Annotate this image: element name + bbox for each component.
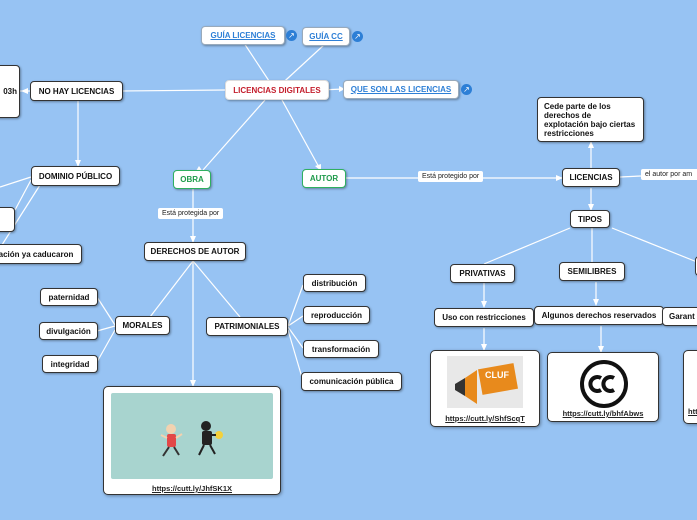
partial-left-node[interactable]: 03h bbox=[0, 65, 20, 118]
transformacion-node[interactable]: transformación bbox=[303, 340, 379, 358]
guia-licencias-link[interactable]: GUÍA LICENCIAS bbox=[201, 26, 285, 45]
autor-por-ambos-label: el autor por am bbox=[641, 169, 697, 180]
tipos-node[interactable]: TIPOS bbox=[570, 210, 610, 228]
image-card-2-url[interactable]: https://cutt.ly/ShfScqT bbox=[445, 414, 525, 423]
image-card-4-url[interactable]: htt bbox=[688, 407, 697, 416]
morales-node[interactable]: MORALES bbox=[115, 316, 170, 335]
external-link-icon[interactable]: ↗ bbox=[461, 84, 472, 95]
partial-left-node-2[interactable] bbox=[0, 207, 15, 232]
megaphone-icon: CLUF bbox=[455, 363, 518, 404]
external-link-icon[interactable]: ↗ bbox=[352, 31, 363, 42]
image-card-1-url[interactable]: https://cutt.ly/JhfSK1X bbox=[151, 484, 232, 493]
cluf-image: CLUF bbox=[447, 356, 523, 408]
obra-node[interactable]: OBRA bbox=[173, 170, 211, 189]
algunos-derechos-reservados-node[interactable]: Algunos derechos reservados bbox=[534, 306, 664, 325]
integridad-node[interactable]: integridad bbox=[42, 355, 98, 373]
image-card-1[interactable]: https://cutt.ly/JhfSK1X bbox=[103, 386, 281, 495]
external-link-icon[interactable]: ↗ bbox=[286, 30, 297, 41]
semilibres-node[interactable]: SEMILIBRES bbox=[559, 262, 625, 281]
partial-left-node-text: 03h bbox=[3, 87, 17, 96]
esta-protegido-por-label: Está protegido por bbox=[418, 171, 484, 182]
image-card-3-url[interactable]: https://cutt.ly/bhfAbws bbox=[562, 409, 644, 418]
dominio-publico-node[interactable]: DOMINIO PÚBLICO bbox=[31, 166, 120, 186]
derechos-de-autor-node[interactable]: DERECHOS DE AUTOR bbox=[144, 242, 246, 261]
distribucion-node[interactable]: distribución bbox=[303, 274, 366, 292]
image-card-4[interactable]: htt bbox=[683, 350, 697, 424]
image-card-3[interactable]: https://cutt.ly/bhfAbws bbox=[547, 352, 659, 422]
cluf-text: CLUF bbox=[485, 370, 509, 380]
uso-con-restricciones-node[interactable]: Uso con restricciones bbox=[434, 308, 534, 327]
caducaron-node[interactable]: ación ya caducaron bbox=[0, 244, 82, 264]
privativas-node[interactable]: PRIVATIVAS bbox=[450, 264, 515, 283]
guia-cc-link[interactable]: GUÍA CC bbox=[302, 27, 350, 46]
garant-node[interactable]: Garant bbox=[662, 307, 697, 326]
paternidad-node[interactable]: paternidad bbox=[40, 288, 98, 306]
central-node-licencias-digitales[interactable]: LICENCIAS DIGITALES bbox=[225, 80, 329, 100]
comunicacion-publica-node[interactable]: comunicación pública bbox=[301, 372, 402, 391]
reproduccion-node[interactable]: reproducción bbox=[303, 306, 370, 324]
cede-parte-derechos-node[interactable]: Cede parte de los derechos de explotació… bbox=[537, 97, 644, 142]
cc-logo-icon bbox=[580, 360, 628, 408]
que-son-licencias-link[interactable]: QUE SON LAS LICENCIAS bbox=[343, 80, 459, 99]
image-card-2[interactable]: CLUF https://cutt.ly/ShfScqT bbox=[430, 350, 540, 427]
autor-node[interactable]: AUTOR bbox=[302, 169, 346, 188]
esta-protegida-por-label: Está protegida por bbox=[158, 208, 224, 219]
no-hay-licencias-node[interactable]: NO HAY LICENCIAS bbox=[30, 81, 123, 101]
running-people-icon bbox=[160, 421, 223, 457]
illustration-image bbox=[111, 393, 273, 479]
licencias-node[interactable]: LICENCIAS bbox=[562, 168, 620, 187]
divulgacion-node[interactable]: divulgación bbox=[39, 322, 98, 340]
patrimoniales-node[interactable]: PATRIMONIALES bbox=[206, 317, 288, 336]
